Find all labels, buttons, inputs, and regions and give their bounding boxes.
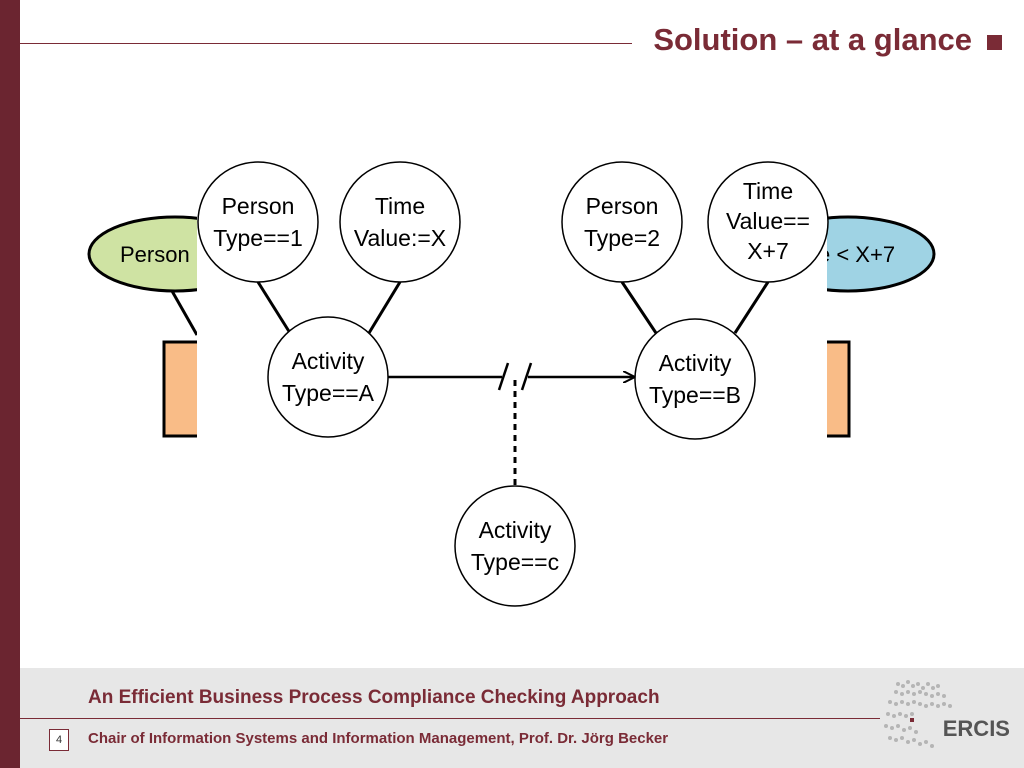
constraint-diagram: Person e < X+7 Person Type==1 Time Value… [87, 161, 936, 607]
node-activity-typeB: Activity Type==B [634, 318, 756, 440]
title-square-bullet [987, 35, 1002, 50]
footer-title: An Efficient Business Process Compliance… [88, 687, 660, 708]
node-activityC-line1: Activity [479, 517, 552, 543]
node-person-type2: Person Type=2 [561, 161, 683, 283]
logo-red-square [910, 718, 914, 722]
left-accent-bar [0, 0, 20, 768]
node-person2-line1: Person [586, 193, 659, 219]
node-person-type1: Person Type==1 [197, 161, 319, 283]
logo-text: ERCIS [943, 716, 1010, 741]
node-time1-line2: Value:=X [354, 225, 446, 251]
node-activity-typeA: Activity Type==A [267, 316, 389, 438]
node-person1-line2: Type==1 [213, 225, 303, 251]
node-time2-line1: Time [743, 178, 793, 204]
node-activityA-line1: Activity [292, 348, 365, 374]
node-time-valueX: Time Value:=X [339, 161, 461, 283]
europe-map-icon [884, 680, 952, 748]
bg-time-label: e < X+7 [818, 242, 895, 267]
edge-time2-activityB [733, 281, 770, 334]
node-activity-typec: Activity Type==c [454, 485, 576, 607]
edge-time1-activityA [367, 281, 402, 334]
node-activityA-line2: Type==A [282, 380, 375, 406]
node-time1-line1: Time [375, 193, 425, 219]
node-time2-line3: X+7 [747, 238, 789, 264]
footer-rule [20, 718, 880, 719]
node-time-valueX7: Time Value== X+7 [707, 161, 829, 283]
page-number: 4 [49, 729, 69, 751]
node-activityB-line1: Activity [659, 350, 732, 376]
edge-person1-activityA [256, 281, 292, 334]
node-person1-line1: Person [222, 193, 295, 219]
footer-subtitle: Chair of Information Systems and Informa… [88, 730, 669, 747]
node-activityC-line2: Type==c [471, 549, 559, 575]
break-mark-left [497, 362, 510, 391]
ercis-logo: ERCIS [884, 680, 1010, 748]
bg-person-label: Person [120, 242, 190, 267]
node-person2-line2: Type=2 [584, 225, 660, 251]
title-rule [20, 43, 632, 44]
edge-person2-activityB [620, 281, 658, 334]
node-activityB-line2: Type==B [649, 382, 741, 408]
node-time2-line2: Value== [726, 208, 810, 234]
break-mark-right [520, 362, 533, 391]
bg-left-connector [170, 290, 199, 336]
slide-title: Solution – at a glance [653, 22, 972, 57]
